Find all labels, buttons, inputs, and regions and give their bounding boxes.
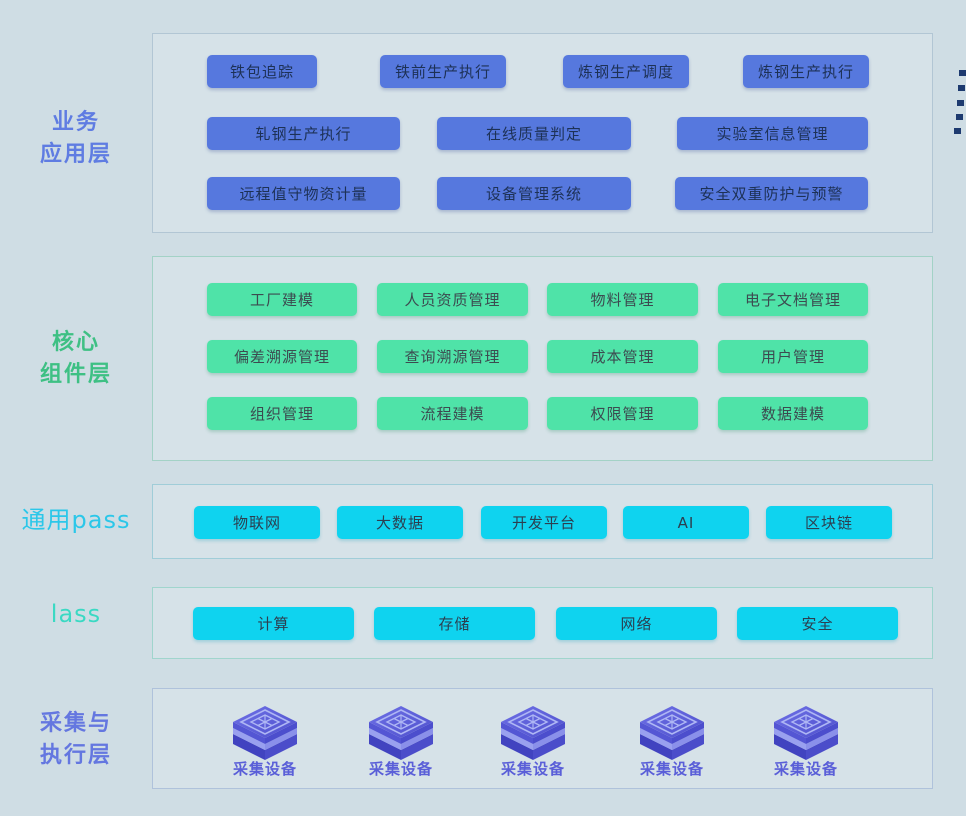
device-label: 采集设备 <box>639 760 704 778</box>
device-cube-icon <box>368 705 434 761</box>
core-component-button[interactable]: 用户管理 <box>718 340 868 373</box>
paas-service-button[interactable]: 区块链 <box>766 506 892 539</box>
device-label: 采集设备 <box>368 760 433 778</box>
core-component-button[interactable]: 成本管理 <box>547 340 698 373</box>
decor-square <box>957 100 964 106</box>
core-component-button[interactable]: 物料管理 <box>547 283 698 316</box>
device-cube-icon <box>639 705 705 761</box>
business-app-button[interactable]: 远程值守物资计量 <box>207 177 400 210</box>
core-component-button[interactable]: 查询溯源管理 <box>377 340 528 373</box>
core-component-button[interactable]: 组织管理 <box>207 397 357 430</box>
decor-square <box>959 70 966 76</box>
device-cube-icon <box>773 705 839 761</box>
core-layer-label: 核心 组件层 <box>0 327 152 391</box>
core-component-button[interactable]: 数据建模 <box>718 397 868 430</box>
paas-service-button[interactable]: 开发平台 <box>481 506 607 539</box>
core-component-button[interactable]: 偏差溯源管理 <box>207 340 357 373</box>
business-layer-label-line2: 应用层 <box>39 141 112 167</box>
core-component-button[interactable]: 人员资质管理 <box>377 283 528 316</box>
paas-service-button[interactable]: AI <box>623 506 749 539</box>
business-layer-label-line1: 业务 <box>51 110 100 135</box>
business-app-button[interactable]: 铁前生产执行 <box>380 55 506 88</box>
decor-square <box>956 114 963 120</box>
iaas-service-button[interactable]: 网络 <box>556 607 717 640</box>
core-component-button[interactable]: 权限管理 <box>547 397 698 430</box>
collect-layer-label-line2: 执行层 <box>39 742 112 768</box>
device-cube-icon <box>232 705 298 761</box>
device-label: 采集设备 <box>500 760 565 778</box>
core-component-button[interactable]: 流程建模 <box>377 397 528 430</box>
core-component-button[interactable]: 电子文档管理 <box>718 283 868 316</box>
device-label: 采集设备 <box>232 760 297 778</box>
business-app-button[interactable]: 炼钢生产调度 <box>563 55 689 88</box>
decor-square <box>954 128 961 134</box>
business-app-button[interactable]: 轧钢生产执行 <box>207 117 400 150</box>
business-app-button[interactable]: 安全双重防护与预警 <box>675 177 868 210</box>
business-layer-label: 业务 应用层 <box>0 107 152 171</box>
core-component-button[interactable]: 工厂建模 <box>207 283 357 316</box>
iaas-service-button[interactable]: 计算 <box>193 607 354 640</box>
iaas-service-button[interactable]: 存储 <box>374 607 535 640</box>
device-label: 采集设备 <box>773 760 838 778</box>
business-app-button[interactable]: 炼钢生产执行 <box>743 55 869 88</box>
business-app-button[interactable]: 铁包追踪 <box>207 55 317 88</box>
core-layer-label-line2: 组件层 <box>39 361 112 387</box>
business-app-button[interactable]: 实验室信息管理 <box>677 117 868 150</box>
decor-square <box>958 85 965 91</box>
paas-service-button[interactable]: 物联网 <box>194 506 320 539</box>
business-app-button[interactable]: 在线质量判定 <box>437 117 631 150</box>
iaas-layer-label: lass <box>50 600 102 628</box>
collect-layer-label-line1: 采集与 <box>39 711 112 736</box>
paas-layer-label: 通用pass <box>21 506 131 534</box>
device-cube-icon <box>500 705 566 761</box>
core-layer-label-line1: 核心 <box>51 330 100 355</box>
business-app-button[interactable]: 设备管理系统 <box>437 177 631 210</box>
iaas-service-button[interactable]: 安全 <box>737 607 898 640</box>
collect-layer-label: 采集与 执行层 <box>0 708 152 772</box>
paas-service-button[interactable]: 大数据 <box>337 506 463 539</box>
